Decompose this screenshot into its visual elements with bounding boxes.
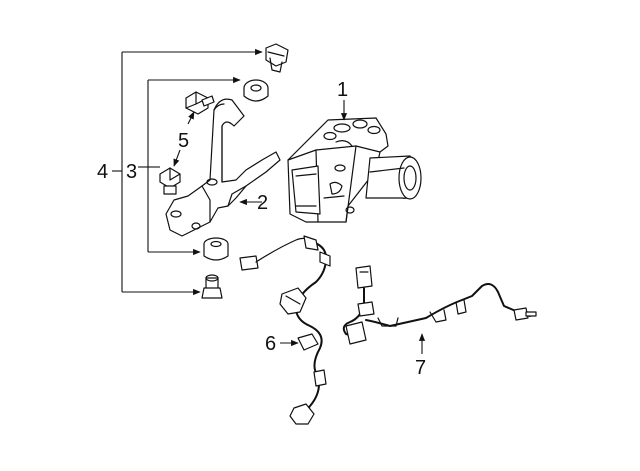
callout-4: 4 xyxy=(97,161,108,183)
bracket-3-leader xyxy=(138,76,241,256)
callout-3: 3 xyxy=(126,161,137,183)
bolt-5 xyxy=(185,91,215,125)
bracket-4-leader xyxy=(112,48,263,296)
front-speed-sensor xyxy=(279,235,331,425)
callout-6: 6 xyxy=(265,333,276,355)
sensor-connector-plug xyxy=(239,237,313,271)
callout-2: 2 xyxy=(257,192,268,214)
upper-grommet xyxy=(243,79,269,102)
abs-modulator-assembly xyxy=(287,100,422,223)
rear-sensor-harness xyxy=(342,265,537,354)
abs-bracket xyxy=(165,98,281,237)
callout-7: 7 xyxy=(415,357,426,379)
lower-grommet xyxy=(203,237,229,261)
lower-mount-stud xyxy=(201,274,223,299)
bracket-bolt xyxy=(159,149,181,195)
upper-mount-bolt xyxy=(265,43,289,73)
callout-5: 5 xyxy=(178,130,189,152)
callout-1: 1 xyxy=(337,79,348,101)
